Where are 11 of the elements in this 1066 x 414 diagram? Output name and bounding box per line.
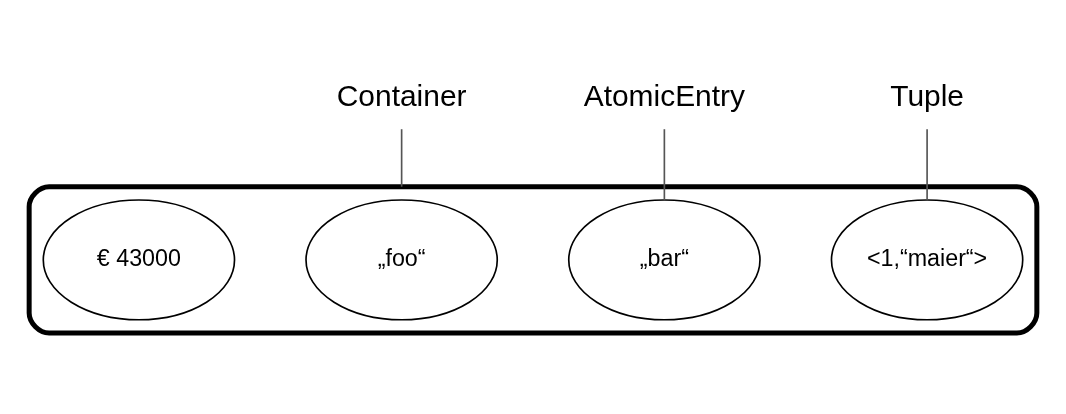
connector [400, 127, 403, 188]
node-text: AtomicEntry [583, 78, 746, 112]
node-text: Tuple [890, 78, 964, 112]
node-ellipse: „bar“ [567, 198, 761, 321]
connector [926, 127, 928, 201]
cluster [26, 183, 1040, 336]
node-ellipse: € 43000 [42, 198, 236, 321]
connector [663, 127, 666, 201]
node-text: Container [336, 78, 467, 112]
node-ellipse: „foo“ [305, 198, 499, 321]
node-ellipse: <1,“maier“> [830, 198, 1024, 321]
